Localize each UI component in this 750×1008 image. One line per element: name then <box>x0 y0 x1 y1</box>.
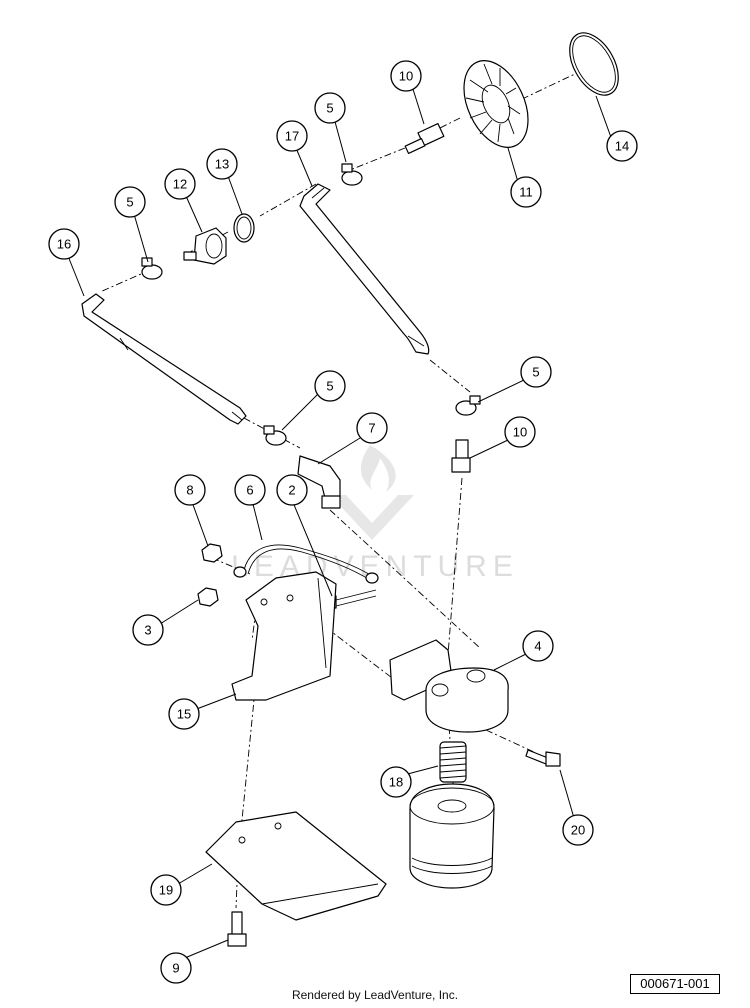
callout-6: 6 <box>234 474 266 506</box>
callout-4: 4 <box>522 630 554 662</box>
part-clamp-right <box>455 395 481 416</box>
callout-3: 3 <box>132 614 164 646</box>
callout-18: 18 <box>380 766 412 798</box>
svg-text:10: 10 <box>399 69 413 84</box>
part-filter-cartridge <box>409 783 495 889</box>
part-nut-3 <box>197 587 219 607</box>
svg-text:18: 18 <box>389 775 403 790</box>
part-spring <box>439 741 467 783</box>
part-ground-wire <box>233 544 379 584</box>
part-plate <box>205 811 387 921</box>
callout-10-upper: 10 <box>390 60 422 92</box>
part-screw-20 <box>525 749 561 767</box>
diagram-id-label: 000671-001 <box>630 974 720 994</box>
svg-text:13: 13 <box>215 157 229 172</box>
part-nut-8 <box>201 543 223 563</box>
svg-text:5: 5 <box>532 365 539 380</box>
callout-5-right: 5 <box>520 356 552 388</box>
svg-text:19: 19 <box>159 883 173 898</box>
svg-text:5: 5 <box>326 379 333 394</box>
svg-text:11: 11 <box>519 185 533 200</box>
callout-2: 2 <box>276 474 308 506</box>
svg-text:15: 15 <box>177 707 191 722</box>
svg-text:3: 3 <box>144 623 151 638</box>
callout-16: 16 <box>48 228 80 260</box>
callout-14: 14 <box>606 130 638 162</box>
svg-text:7: 7 <box>368 421 375 436</box>
part-fitting-lower <box>451 439 471 473</box>
svg-text:5: 5 <box>326 101 333 116</box>
part-clamp-left <box>141 257 163 280</box>
svg-text:10: 10 <box>513 425 527 440</box>
svg-text:16: 16 <box>57 237 71 252</box>
callout-17: 17 <box>276 120 308 152</box>
callout-9: 9 <box>160 952 192 984</box>
callout-19: 19 <box>150 874 182 906</box>
callout-15: 15 <box>168 698 200 730</box>
part-fitting-upper <box>404 122 445 155</box>
part-bracket <box>231 571 337 701</box>
callout-12: 12 <box>164 168 196 200</box>
part-clamp-upper <box>341 163 363 186</box>
callout-7: 7 <box>356 412 388 444</box>
callout-13: 13 <box>206 148 238 180</box>
callout-8: 8 <box>174 474 206 506</box>
svg-text:9: 9 <box>172 961 179 976</box>
part-filter-head <box>389 639 509 733</box>
svg-text:5: 5 <box>126 195 133 210</box>
callout-20: 20 <box>562 814 594 846</box>
callout-5-upper: 5 <box>314 92 346 124</box>
svg-text:14: 14 <box>615 139 629 154</box>
part-hose-right <box>299 183 430 355</box>
svg-text:17: 17 <box>285 129 299 144</box>
svg-text:8: 8 <box>186 483 193 498</box>
svg-text:20: 20 <box>571 823 585 838</box>
part-o-ring <box>233 213 255 243</box>
part-bolt-9 <box>227 911 247 947</box>
part-gasket-ring <box>569 32 619 96</box>
callout-5-middle: 5 <box>314 370 346 402</box>
callout-5-left: 5 <box>114 186 146 218</box>
part-fuel-valve <box>183 227 227 265</box>
svg-text:12: 12 <box>173 177 187 192</box>
part-elbow-fitting <box>297 455 341 509</box>
part-clamp-middle <box>263 425 287 446</box>
leader-lines <box>67 85 613 961</box>
svg-text:2: 2 <box>288 483 295 498</box>
watermark-logo <box>330 445 414 540</box>
callout-10-lower: 10 <box>504 416 536 448</box>
svg-text:6: 6 <box>246 483 253 498</box>
part-hose-left <box>81 293 247 425</box>
footer-credit: Rendered by LeadVenture, Inc. <box>291 988 459 1002</box>
part-strainer-cage <box>463 60 529 148</box>
svg-text:4: 4 <box>534 639 541 654</box>
callout-11: 11 <box>510 176 542 208</box>
